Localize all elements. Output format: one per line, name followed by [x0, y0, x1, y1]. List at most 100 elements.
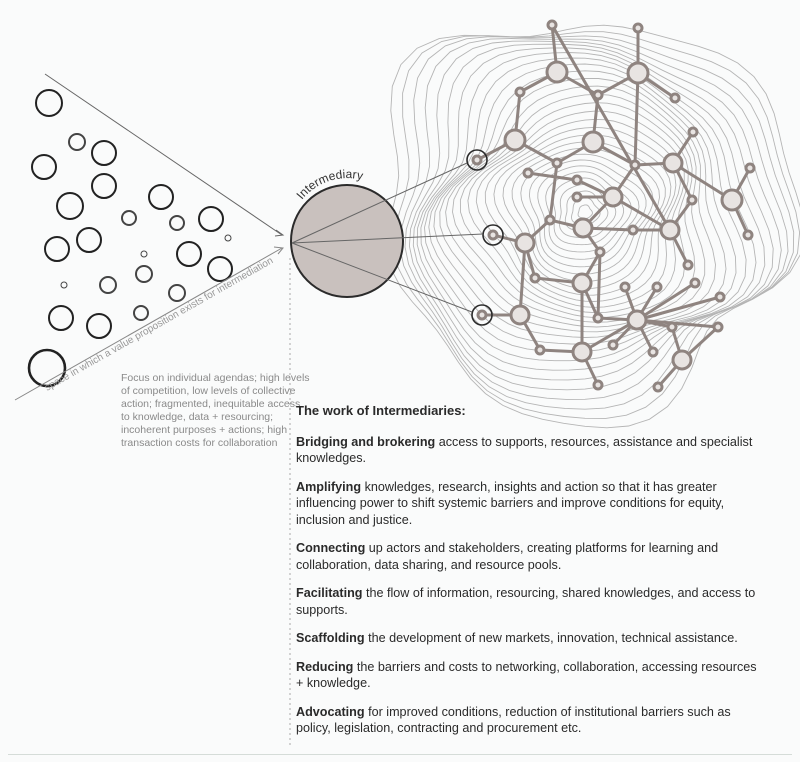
- work-term: Scaffolding: [296, 631, 365, 645]
- work-term: Bridging and brokering: [296, 434, 436, 449]
- contour-line: [433, 70, 727, 338]
- network-node: [626, 309, 648, 331]
- contour-line: [520, 153, 654, 275]
- network-link: [633, 72, 640, 166]
- actor-circle: [48, 305, 74, 331]
- network-node: [514, 232, 536, 254]
- isolated-actors: [27, 89, 233, 388]
- network-node: [476, 309, 488, 321]
- network-node: [602, 186, 624, 208]
- actor-circle: [168, 284, 186, 302]
- actor-network: [466, 19, 756, 393]
- network-link: [596, 251, 602, 319]
- actor-circle: [44, 236, 70, 262]
- actor-circle: [198, 206, 224, 232]
- bottom-rule: [8, 754, 792, 755]
- actor-circle: [60, 281, 68, 289]
- work-text: up actors and stakeholders, creating pla…: [296, 541, 719, 572]
- work-item: Bridging and brokering access to support…: [296, 434, 766, 467]
- network-node: [742, 229, 754, 241]
- target-ring: [466, 149, 488, 171]
- actor-circle: [68, 133, 86, 151]
- target-ring: [482, 224, 504, 246]
- work-item: Amplifying knowledges, research, insight…: [296, 479, 766, 529]
- actor-circle: [76, 227, 102, 253]
- contour-line: [424, 57, 747, 353]
- contour-line: [412, 43, 774, 381]
- network-node: [581, 130, 605, 154]
- work-text: the development of new markets, innovati…: [364, 631, 738, 645]
- network-node: [647, 346, 659, 358]
- work-text: knowledges, research, insights and actio…: [296, 479, 725, 527]
- network-node: [534, 344, 546, 356]
- work-item: Facilitating the flow of information, re…: [296, 585, 766, 618]
- actor-circle: [35, 89, 63, 117]
- network-link: [672, 161, 733, 202]
- network-node: [682, 259, 694, 271]
- network-node: [714, 291, 726, 303]
- intermediary-link: [291, 233, 484, 244]
- network-node: [671, 349, 693, 371]
- work-item: Reducing the barriers and costs to netwo…: [296, 659, 766, 692]
- work-term: Facilitating: [296, 586, 363, 600]
- network-node: [662, 152, 684, 174]
- work-text: the barriers and costs to networking, co…: [296, 659, 757, 691]
- wedge-bottom-arrow: [14, 247, 283, 401]
- network-node: [571, 341, 593, 363]
- network-node: [632, 22, 644, 34]
- work-item: Advocating for improved conditions, redu…: [296, 704, 766, 737]
- actor-circle: [176, 241, 202, 267]
- network-node: [544, 214, 556, 226]
- network-node: [686, 194, 698, 206]
- network-node: [514, 86, 526, 98]
- network-node: [503, 128, 527, 152]
- network-link: [550, 24, 672, 231]
- contour-line: [537, 165, 640, 260]
- network-node: [509, 304, 531, 326]
- contour-line: [577, 204, 593, 219]
- contour-line: [484, 126, 677, 302]
- target-ring: [471, 304, 493, 326]
- actor-circle: [31, 154, 57, 180]
- network-node: [607, 339, 619, 351]
- network-node: [522, 167, 534, 179]
- intermediary-link: [291, 242, 473, 313]
- network-node: [629, 159, 641, 171]
- left-note: Focus on individual agendas; high levels…: [121, 372, 310, 449]
- work-term: Advocating: [296, 704, 365, 719]
- network-node: [652, 381, 664, 393]
- actor-circle: [169, 215, 185, 231]
- network-node: [571, 272, 593, 294]
- actor-circle: [140, 250, 148, 258]
- network-node: [592, 89, 604, 101]
- work-item: Scaffolding the development of new marke…: [296, 630, 766, 647]
- network-link: [612, 195, 671, 232]
- network-node: [687, 126, 699, 138]
- network-link: [527, 171, 578, 182]
- network-node: [619, 281, 631, 293]
- network-node: [659, 219, 681, 241]
- contour-line: [528, 159, 647, 268]
- actor-circle: [224, 234, 232, 242]
- contour-line: [416, 47, 766, 371]
- actor-circle: [133, 305, 149, 321]
- intermediary-links: [291, 162, 484, 313]
- network-link: [636, 281, 696, 322]
- contour-line: [467, 110, 685, 314]
- network-node: [529, 272, 541, 284]
- network-node: [572, 217, 594, 239]
- contour-line: [393, 31, 800, 419]
- intermediary-node: [290, 184, 404, 298]
- network-node: [651, 281, 663, 293]
- network-link: [548, 162, 559, 221]
- network-node: [546, 19, 558, 31]
- work-term: Reducing: [296, 659, 354, 674]
- network-node: [592, 312, 604, 324]
- network-node: [712, 321, 724, 333]
- work-text: for improved conditions, reduction of in…: [296, 704, 731, 736]
- network-node: [592, 379, 604, 391]
- network-link: [636, 318, 719, 329]
- contour-line: [428, 63, 737, 345]
- network-node: [487, 229, 499, 241]
- work-text: access to supports, resources, assistanc…: [296, 434, 753, 466]
